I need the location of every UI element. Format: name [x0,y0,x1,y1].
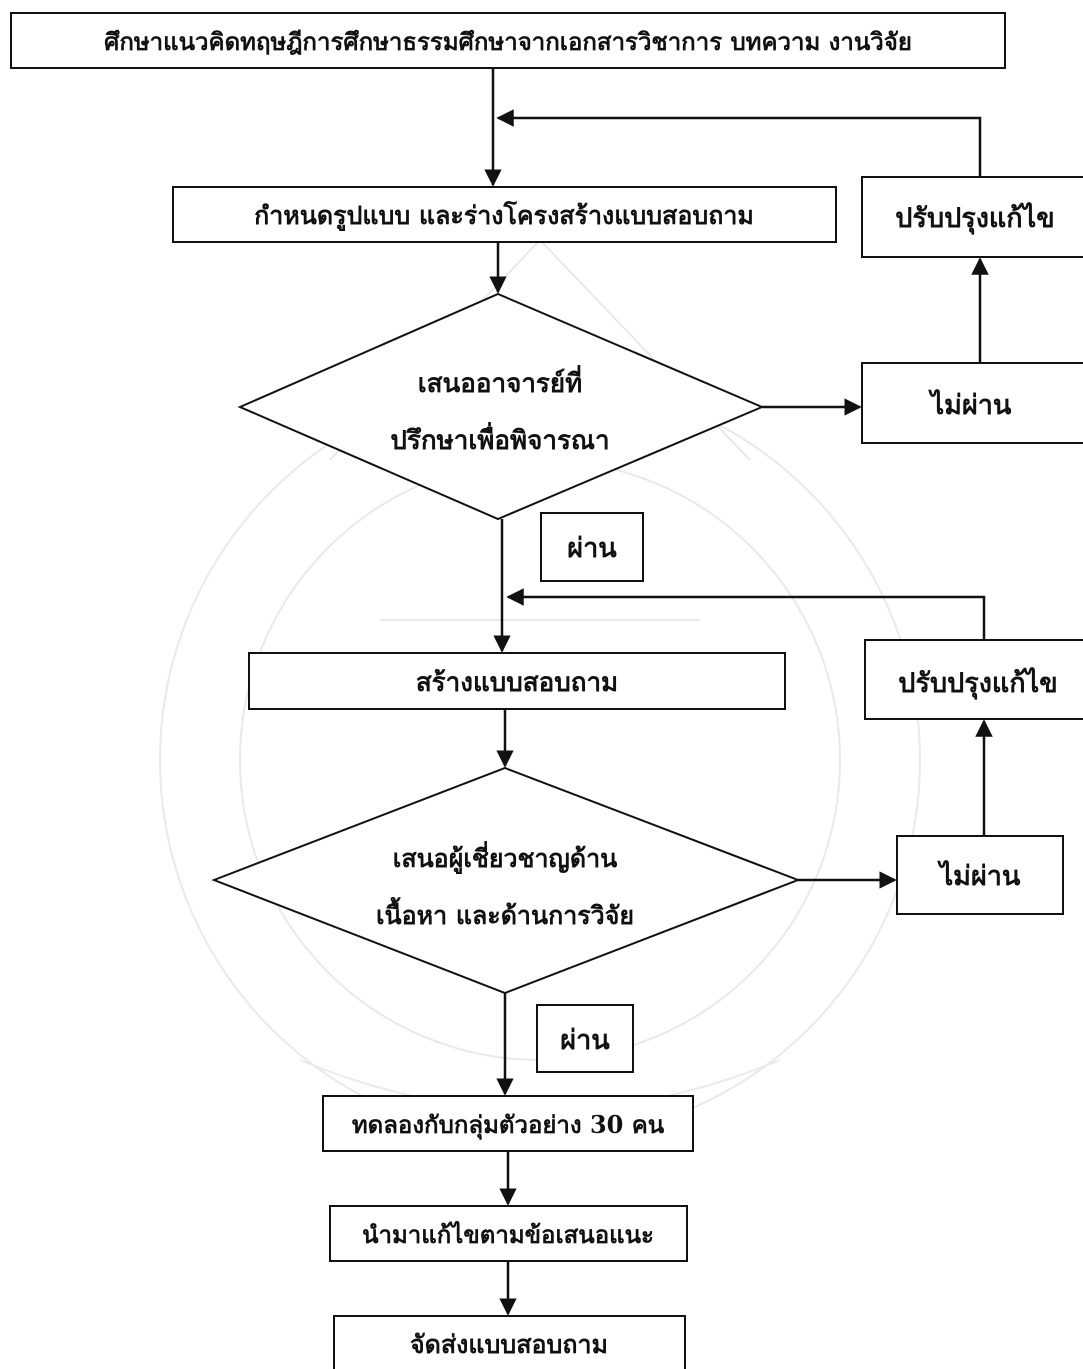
advisor-decision: เสนออาจารย์ที่ ปรึกษาเพื่อพิจารณา [237,292,765,521]
advisor-decision-line-2: ปรึกษาเพื่อพิจารณา [390,421,609,456]
fail-step-2: ไม่ผ่าน [896,835,1064,915]
connectors [484,68,993,1316]
pass-label-1: ผ่าน [540,512,644,582]
arrow-revise2-back-loop [506,588,986,640]
research-step-label: ศึกษาแนวคิดทฤษฎีการศึกษาธรรมศึกษาจากเอกส… [104,27,912,56]
fail-step-2-label: ไม่ผ่าน [937,860,1021,892]
pilot-step: ทดลองกับกลุ่มตัวอย่าง 30 คน [322,1095,694,1152]
pass-label-1-text: ผ่าน [567,533,617,564]
revise-step-2: ปรับปรุงแก้ไข [864,639,1083,720]
pass-label-2-text: ผ่าน [560,1025,610,1056]
revise-step-1: ปรับปรุงแก้ไข [861,176,1083,258]
fail-step-1-label: ไม่ผ่าน [928,389,1012,421]
expert-decision-line-1: เสนอผู้เชี่ยวชาญด้าน [393,841,617,875]
send-step: จัดส่งแบบสอบถาม [333,1315,686,1369]
expert-decision-line-2: เนื้อหา และด้านการวิจัย [376,896,634,930]
define-step-label: กำหนดรูปแบบ และร่างโครงสร้างแบบสอบถาม [254,200,754,232]
pass-label-2: ผ่าน [536,1004,634,1073]
revise-step-1-label: ปรับปรุงแก้ไข [895,202,1054,235]
build-step-label: สร้างแบบสอบถาม [416,668,618,698]
pilot-step-label: ทดลองกับกลุ่มตัวอย่าง 30 คน [352,1110,665,1141]
fix-step: นำมาแก้ไขตามข้อเสนอแนะ [329,1205,688,1262]
advisor-decision-line-1: เสนออาจารย์ที่ [418,364,583,399]
build-step: สร้างแบบสอบถาม [248,652,786,710]
fix-step-label: นำมาแก้ไขตามข้อเสนอแนะ [362,1220,654,1249]
fail-step-1: ไม่ผ่าน [861,362,1083,444]
expert-decision: เสนอผู้เชี่ยวชาญด้าน เนื้อหา และด้านการว… [211,766,801,995]
send-step-label: จัดส่งแบบสอบถาม [410,1330,608,1359]
arrow-revise1-back-loop [496,109,982,177]
revise-step-2-label: ปรับปรุงแก้ไข [898,667,1057,700]
define-step: กำหนดรูปแบบ และร่างโครงสร้างแบบสอบถาม [172,186,837,243]
research-step: ศึกษาแนวคิดทฤษฎีการศึกษาธรรมศึกษาจากเอกส… [10,12,1006,69]
